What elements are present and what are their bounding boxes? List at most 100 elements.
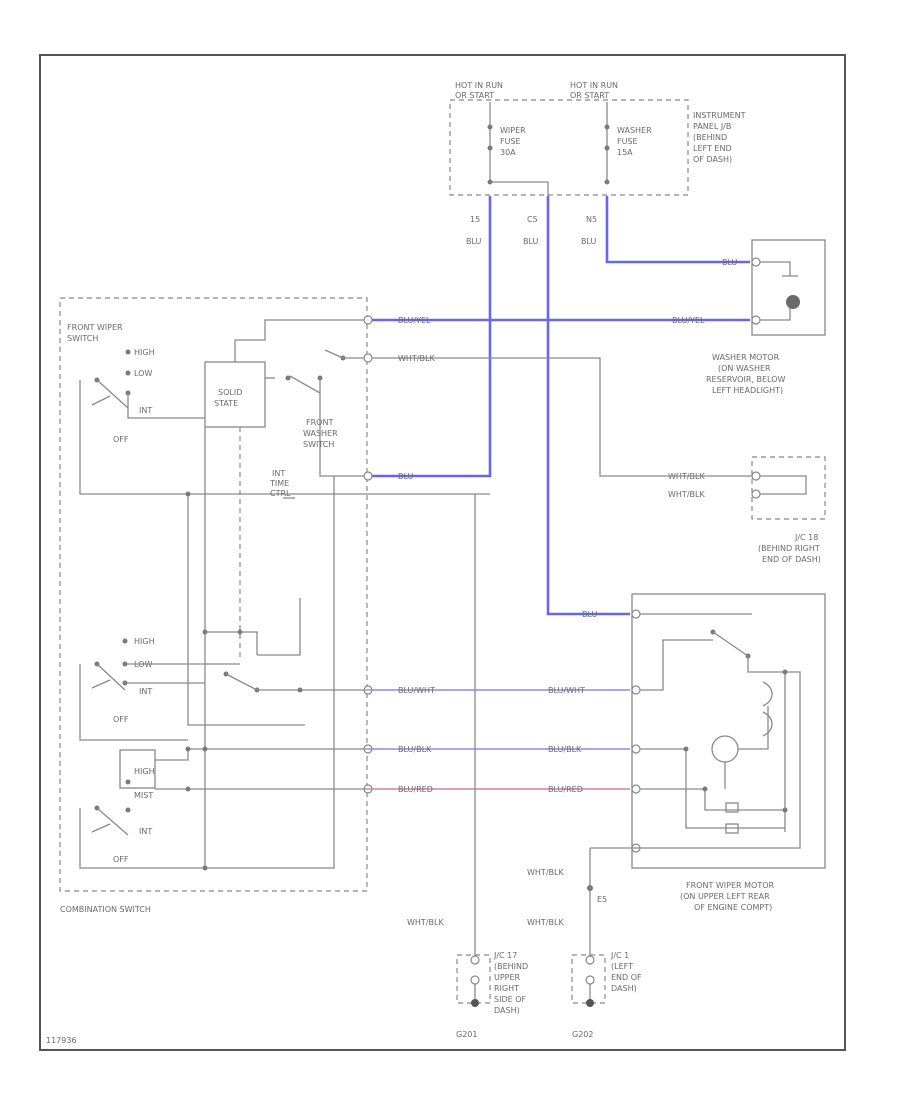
junction-dot	[185, 491, 191, 497]
switch-contact	[122, 638, 128, 644]
park-switch	[590, 631, 801, 849]
figure-id: 117936	[46, 1036, 77, 1045]
jc1-box	[571, 954, 606, 1004]
connector-pin	[363, 471, 373, 481]
pin-n5: N5	[586, 215, 597, 224]
junction-dot	[185, 746, 191, 752]
connector-pin	[631, 784, 641, 794]
wire-wht-blk-jc18	[372, 357, 752, 477]
wire-label-wht-blk-motor: WHT/BLK	[527, 868, 564, 877]
connector-pin	[470, 975, 480, 985]
wire-blu-motor-feed	[546, 196, 630, 616]
junction-dot	[202, 865, 208, 871]
washer-motor-box	[751, 239, 826, 336]
washer-sw-arm	[289, 375, 321, 394]
int-relay-contact	[225, 673, 372, 691]
wire-label-wht-blk-jc17: WHT/BLK	[407, 918, 444, 927]
switch-1-int: INT	[139, 406, 152, 415]
int-link	[205, 631, 258, 655]
pin-c5: C5	[527, 215, 538, 224]
diagram-frame	[39, 54, 846, 1051]
connector-pin	[363, 315, 373, 325]
switch-1-off: OFF	[113, 435, 129, 444]
wire-label-blu-red-left: BLU/RED	[398, 785, 433, 794]
motor-leads	[724, 706, 769, 789]
combination-switch-label: COMBINATION SWITCH	[60, 905, 151, 914]
wire-label-blu-motor: BLU	[582, 610, 598, 619]
motor-park-wire	[640, 639, 713, 691]
connector-pin	[585, 975, 595, 985]
mist-contact-box	[119, 749, 156, 789]
motor-brush	[762, 681, 773, 737]
wire-blu-washer-feed	[605, 196, 750, 264]
switch-2-taps	[125, 663, 240, 684]
int-ctrl-wire	[257, 598, 301, 656]
ground-g201-label: G201	[456, 1030, 477, 1039]
fuse-dot	[487, 179, 493, 185]
wire-label-blu-1: BLU	[466, 237, 482, 246]
motor-resistor	[725, 823, 739, 834]
switch-contact	[125, 807, 131, 813]
connector-pin	[585, 955, 595, 965]
switch-2-int: INT	[139, 687, 152, 696]
switch-3-high: HIGH	[134, 767, 155, 776]
wire-label-blu-wht-right: BLU/WHT	[548, 686, 585, 695]
wire-label-blu-washer: BLU	[722, 258, 738, 267]
splice-e5	[587, 885, 593, 891]
wire-blu-wiper-feed	[372, 196, 492, 478]
wire-label-wht-blk-top: WHT/BLK	[398, 354, 435, 363]
internal-bus	[187, 427, 305, 868]
fuse-dot	[487, 124, 493, 130]
ground-g202-label: G202	[572, 1030, 593, 1039]
connector-pin	[631, 685, 641, 695]
junction-dot	[782, 807, 788, 813]
connector-pin	[631, 609, 641, 619]
switch-contact	[125, 779, 131, 785]
switch-3-common	[79, 476, 335, 869]
wire-label-blu-switch: BLU	[398, 472, 414, 481]
combination-switch-box	[59, 297, 368, 892]
motor-icon	[711, 735, 739, 763]
jc18-jumper	[760, 475, 807, 495]
splice-e5-label: E5	[597, 895, 607, 904]
wire-label-blu-yel-left: BLU/YEL	[398, 316, 431, 325]
switch-1-common	[79, 380, 490, 495]
connector-pin	[751, 257, 761, 267]
switch-contact	[285, 375, 291, 381]
junction-dot	[782, 669, 788, 675]
switch-2-common	[79, 664, 188, 741]
motor-high-wire	[640, 788, 785, 811]
ground-g202	[586, 999, 594, 1007]
switch-2-lever	[91, 663, 126, 691]
ground-g201	[471, 999, 479, 1007]
wire-label-blu-blk-left: BLU/BLK	[398, 745, 432, 754]
fuse-dot	[487, 145, 493, 151]
motor-resistor	[725, 802, 739, 813]
junction-dot	[683, 746, 689, 752]
junction-dot	[202, 746, 208, 752]
front-wiper-motor-box	[631, 593, 826, 869]
wire-label-blu-red-right: BLU/RED	[548, 785, 583, 794]
jc17-box	[456, 954, 491, 1004]
junction-dot	[702, 786, 708, 792]
connector-pin	[751, 471, 761, 481]
connector-pin	[470, 955, 480, 965]
wire-label-blu-3: BLU	[581, 237, 597, 246]
fuse-internal-wires	[489, 102, 608, 182]
fuse-dot	[604, 145, 610, 151]
washer-sw-feed	[319, 378, 372, 477]
fuse-dot	[604, 124, 610, 130]
switch-1-lever	[96, 379, 205, 419]
switch-contact	[125, 370, 131, 376]
washer-motor-icon	[786, 295, 800, 309]
